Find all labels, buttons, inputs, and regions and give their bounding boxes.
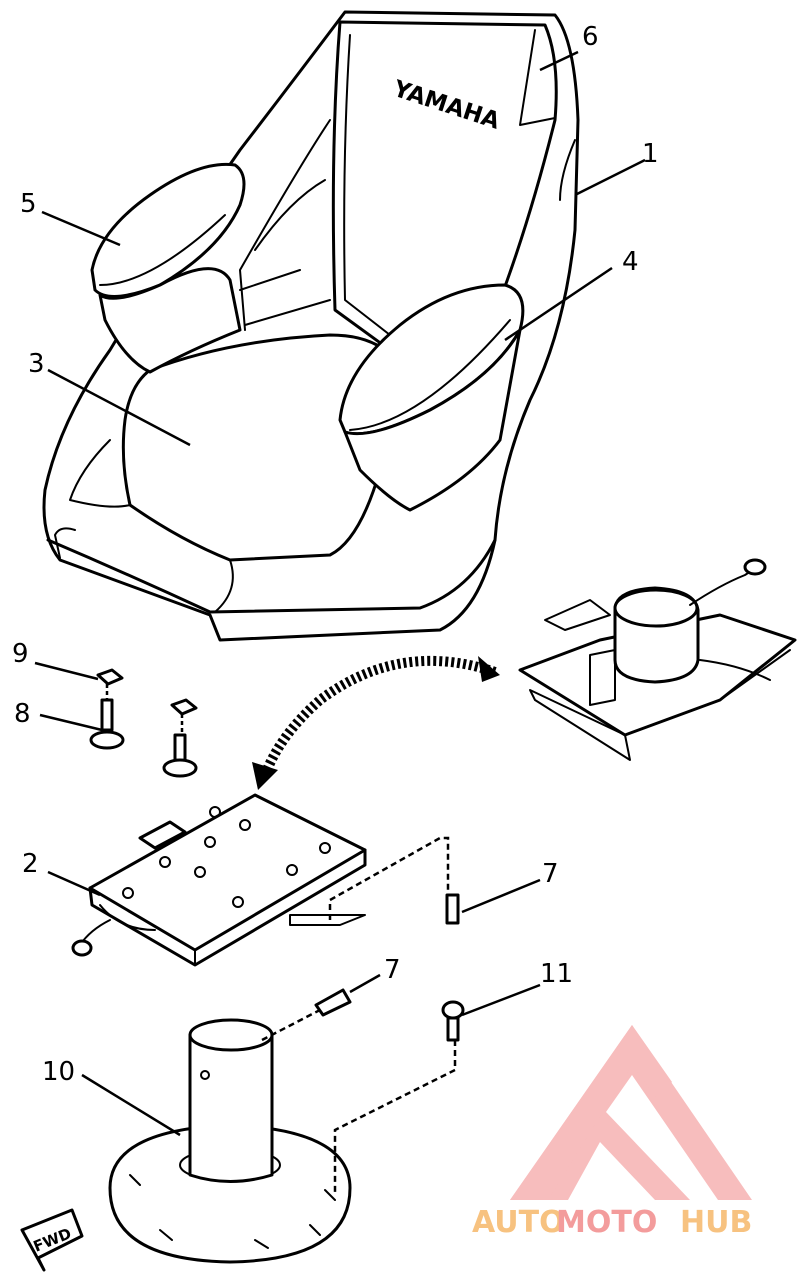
seat-front-skirt xyxy=(46,538,497,614)
bolt-7-upper xyxy=(445,893,460,925)
watermark-text-moto: MOTO xyxy=(556,1205,657,1240)
assembly-arrow-head-bottom xyxy=(252,762,278,790)
automotohub-watermark: AUTO MOTO HUB xyxy=(472,1025,752,1240)
leader-lines xyxy=(34,50,646,1195)
seat-assembly: YAMAHA xyxy=(42,10,580,642)
watermark-text-auto: AUTO xyxy=(472,1205,565,1240)
fwd-arrow: FWD xyxy=(20,1208,84,1272)
callout-5: 5 xyxy=(20,189,37,219)
callout-7-upper: 7 xyxy=(542,859,559,889)
callout-3: 3 xyxy=(28,349,45,379)
seat-cushion xyxy=(121,333,397,562)
left-armrest-body xyxy=(98,267,242,374)
callout-1: 1 xyxy=(642,139,659,169)
fastener-8-right xyxy=(162,698,198,778)
callout-7-lower: 7 xyxy=(384,955,401,985)
callout-11: 11 xyxy=(540,959,573,989)
backrest-panel xyxy=(331,20,558,352)
swivel-mechanism xyxy=(518,558,797,761)
callout-labels: 1 2 3 4 5 6 7 7 8 9 10 11 xyxy=(12,22,659,1087)
watermark-text-hub: HUB xyxy=(680,1205,752,1240)
callout-10: 10 xyxy=(42,1057,75,1087)
callout-6: 6 xyxy=(582,22,599,52)
assembly-arrow-head-top xyxy=(478,656,500,682)
pedestal xyxy=(108,1018,352,1264)
fwd-arrow-icon xyxy=(20,1208,84,1272)
bolt-11 xyxy=(441,1000,465,1042)
callout-2: 2 xyxy=(22,849,39,879)
fastener-8-left xyxy=(89,668,125,750)
pedestal-column xyxy=(188,1033,274,1183)
callout-4: 4 xyxy=(622,247,639,277)
pedestal-base xyxy=(108,1123,352,1264)
callout-9: 9 xyxy=(12,639,29,669)
assembly-arrow xyxy=(260,655,497,777)
callout-8: 8 xyxy=(14,699,31,729)
bolt-7-lower xyxy=(314,988,352,1017)
slide-plate xyxy=(71,793,367,967)
